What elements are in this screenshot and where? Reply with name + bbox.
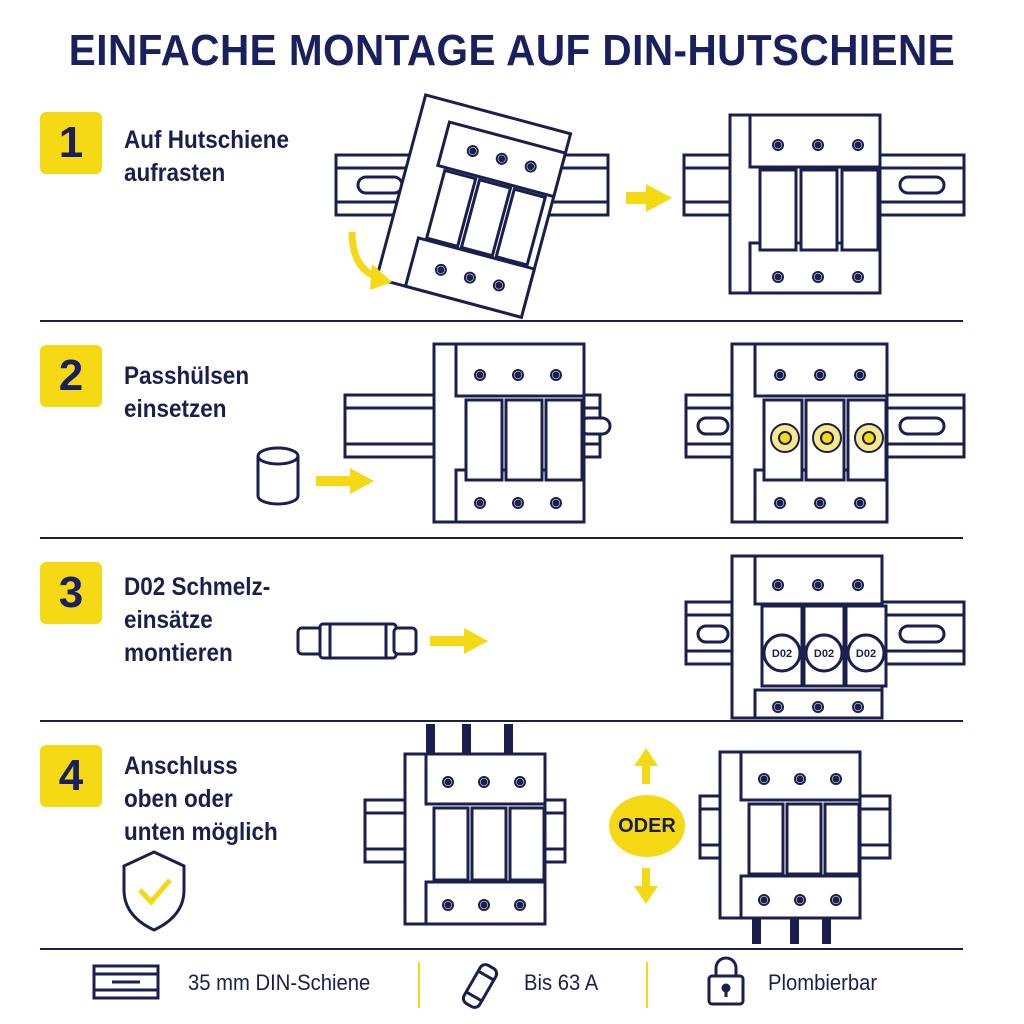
step-3-text: D02 Schmelz- einsätze montieren	[124, 573, 271, 667]
arrow-right-icon	[316, 468, 374, 494]
divider	[40, 537, 963, 539]
fuse-holder-tilted	[374, 93, 573, 320]
fuse-cartridge-icon	[296, 622, 418, 660]
footer-lock-label: Plombierbar	[768, 970, 878, 995]
arrow-right-icon	[430, 628, 488, 654]
step-1-text: Auf Hutschiene aufrasten	[124, 126, 290, 187]
fuse-label: D02	[772, 648, 792, 660]
shield-check-icon	[122, 850, 186, 932]
divider	[40, 948, 963, 950]
fuse-icon	[461, 963, 499, 1009]
cable-top	[426, 724, 513, 756]
sleeve-icon	[256, 446, 300, 506]
arrow-up-icon	[634, 748, 658, 784]
footer-separator	[418, 962, 420, 1008]
step-2-badge: 2	[40, 345, 102, 407]
footer-fuse-label: Bis 63 A	[524, 970, 599, 995]
step-4-text: Anschluss oben oder unten möglich	[124, 752, 278, 846]
step-1-badge: 1	[40, 112, 102, 174]
oder-badge: ODER	[609, 795, 685, 857]
step-3-badge: 3	[40, 562, 102, 624]
divider	[40, 720, 963, 722]
fuse-holder-bottom-connection	[718, 750, 862, 920]
divider	[40, 320, 963, 322]
sleeve-inserted-icon	[770, 423, 884, 453]
step-2-text: Passhülsen einsetzen	[124, 362, 250, 423]
fuse-label: D02	[856, 648, 876, 660]
fuse-holder	[432, 342, 586, 524]
fuse-holder-top-connection	[403, 752, 547, 926]
fuse-label: D02	[814, 648, 834, 660]
arrow-down-icon	[634, 868, 658, 904]
fuse-holder-with-fuses	[730, 554, 888, 720]
step-4-badge: 4	[40, 745, 102, 807]
fuse-holder-mounted	[728, 113, 882, 295]
din-rail-icon	[92, 964, 160, 1000]
footer-separator	[646, 962, 648, 1008]
page-title: EINFACHE MONTAGE AUF DIN-HUTSCHIENE	[68, 26, 956, 75]
cable-bottom	[752, 918, 831, 944]
footer-din-rail-label: 35 mm DIN-Schiene	[188, 970, 371, 995]
padlock-icon	[707, 956, 745, 1006]
arrow-right-icon	[626, 184, 672, 212]
